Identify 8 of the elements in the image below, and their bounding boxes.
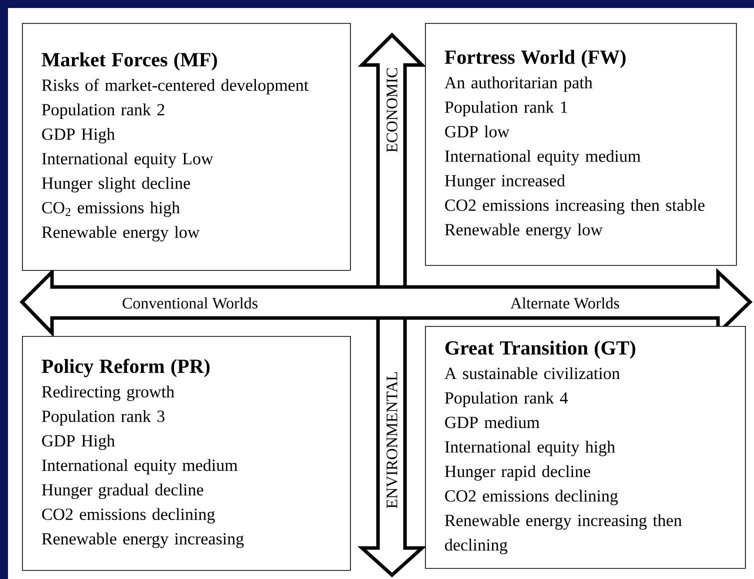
scenario-box: Fortress World (FW) An authoritarian path Population rank 1 GDP low International equity medium Hunger increased CO2 emissions increasing then stable Renewable energy low bbox=[425, 23, 737, 266]
axis-label: Alternate Worlds bbox=[509, 296, 621, 310]
scenario-box: Great Transition (GT) A sustainable civilization Population rank 4 GDP medium International equity high Hunger rapid decline CO2 emissions declining Renewable energy increasing then declining bbox=[425, 326, 746, 569]
axis-label: ENVIRONMENTAL bbox=[386, 370, 398, 510]
axis-label: Conventional Worlds bbox=[121, 296, 260, 310]
axis-label: ECONOMIC bbox=[386, 66, 398, 154]
scenario-box: Policy Reform (PR) Redirecting growth Population rank 3 GDP High International equity medium Hunger gradual decline CO2 emissions declining Renewable energy increasing bbox=[22, 336, 351, 571]
scenario-box: Market Forces (MF) Risks of market-centered development Population rank 2 GDP High International equity Low Hunger slight decline CO$_{2}$ emissions high Renewable energy low bbox=[22, 23, 351, 271]
